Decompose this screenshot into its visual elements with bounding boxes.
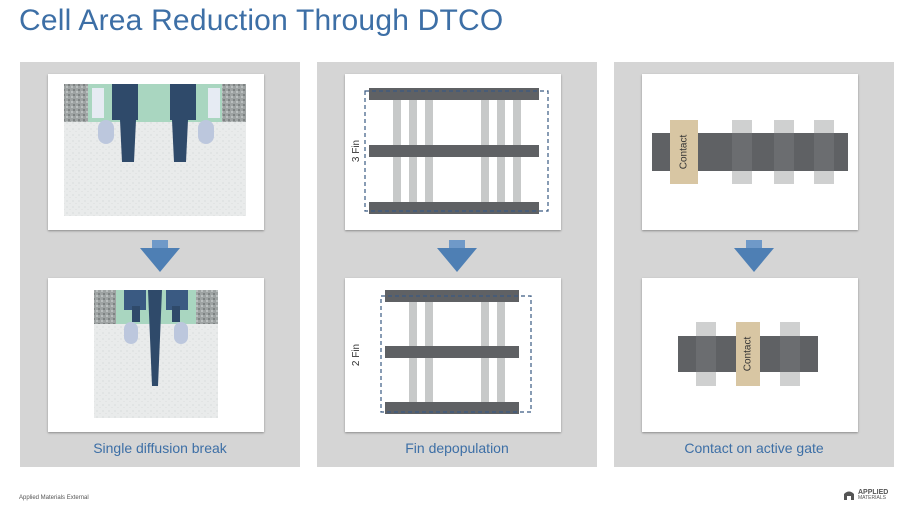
logo-icon bbox=[844, 491, 854, 500]
coag-after-diagram: Contact bbox=[642, 278, 858, 432]
sdb-after-card bbox=[48, 278, 264, 432]
fin-after-card: 2 Fin bbox=[345, 278, 561, 432]
caption-single-diffusion-break: Single diffusion break bbox=[93, 440, 227, 456]
panel-contact-on-active-gate: Contact Contact Contact on active gate bbox=[614, 62, 894, 467]
coag-before-diagram: Contact bbox=[642, 74, 858, 230]
sdb-after-diagram bbox=[48, 278, 264, 432]
down-arrow-icon bbox=[140, 240, 180, 272]
fin-3-diagram: 3 Fin bbox=[345, 74, 561, 230]
footer-text: Applied Materials External bbox=[19, 495, 89, 501]
fin-before-card: 3 Fin bbox=[345, 74, 561, 230]
panel-fin-depopulation: 3 Fin 2 Fin Fin depopulation bbox=[317, 62, 597, 467]
coag-before-card: Contact bbox=[642, 74, 858, 230]
logo-line1: APPLIED bbox=[858, 489, 889, 496]
fin-2-diagram: 2 Fin bbox=[345, 278, 561, 432]
caption-contact-on-active-gate: Contact on active gate bbox=[684, 440, 824, 456]
logo-line2: MATERIALS bbox=[858, 495, 886, 501]
caption-fin-depopulation: Fin depopulation bbox=[405, 440, 509, 456]
sdb-before-diagram bbox=[48, 74, 264, 230]
down-arrow-icon bbox=[734, 240, 774, 272]
fin-count-label: 3 Fin bbox=[351, 140, 362, 162]
panel-single-diffusion-break: Single diffusion break bbox=[20, 62, 300, 467]
fin-count-label: 2 Fin bbox=[351, 344, 362, 366]
sdb-before-card bbox=[48, 74, 264, 230]
contact-label: Contact bbox=[743, 337, 754, 372]
coag-after-card: Contact bbox=[642, 278, 858, 432]
applied-materials-logo: APPLIED MATERIALS bbox=[843, 489, 888, 501]
down-arrow-icon bbox=[437, 240, 477, 272]
contact-label: Contact bbox=[679, 135, 690, 170]
page-title: Cell Area Reduction Through DTCO bbox=[19, 4, 504, 37]
